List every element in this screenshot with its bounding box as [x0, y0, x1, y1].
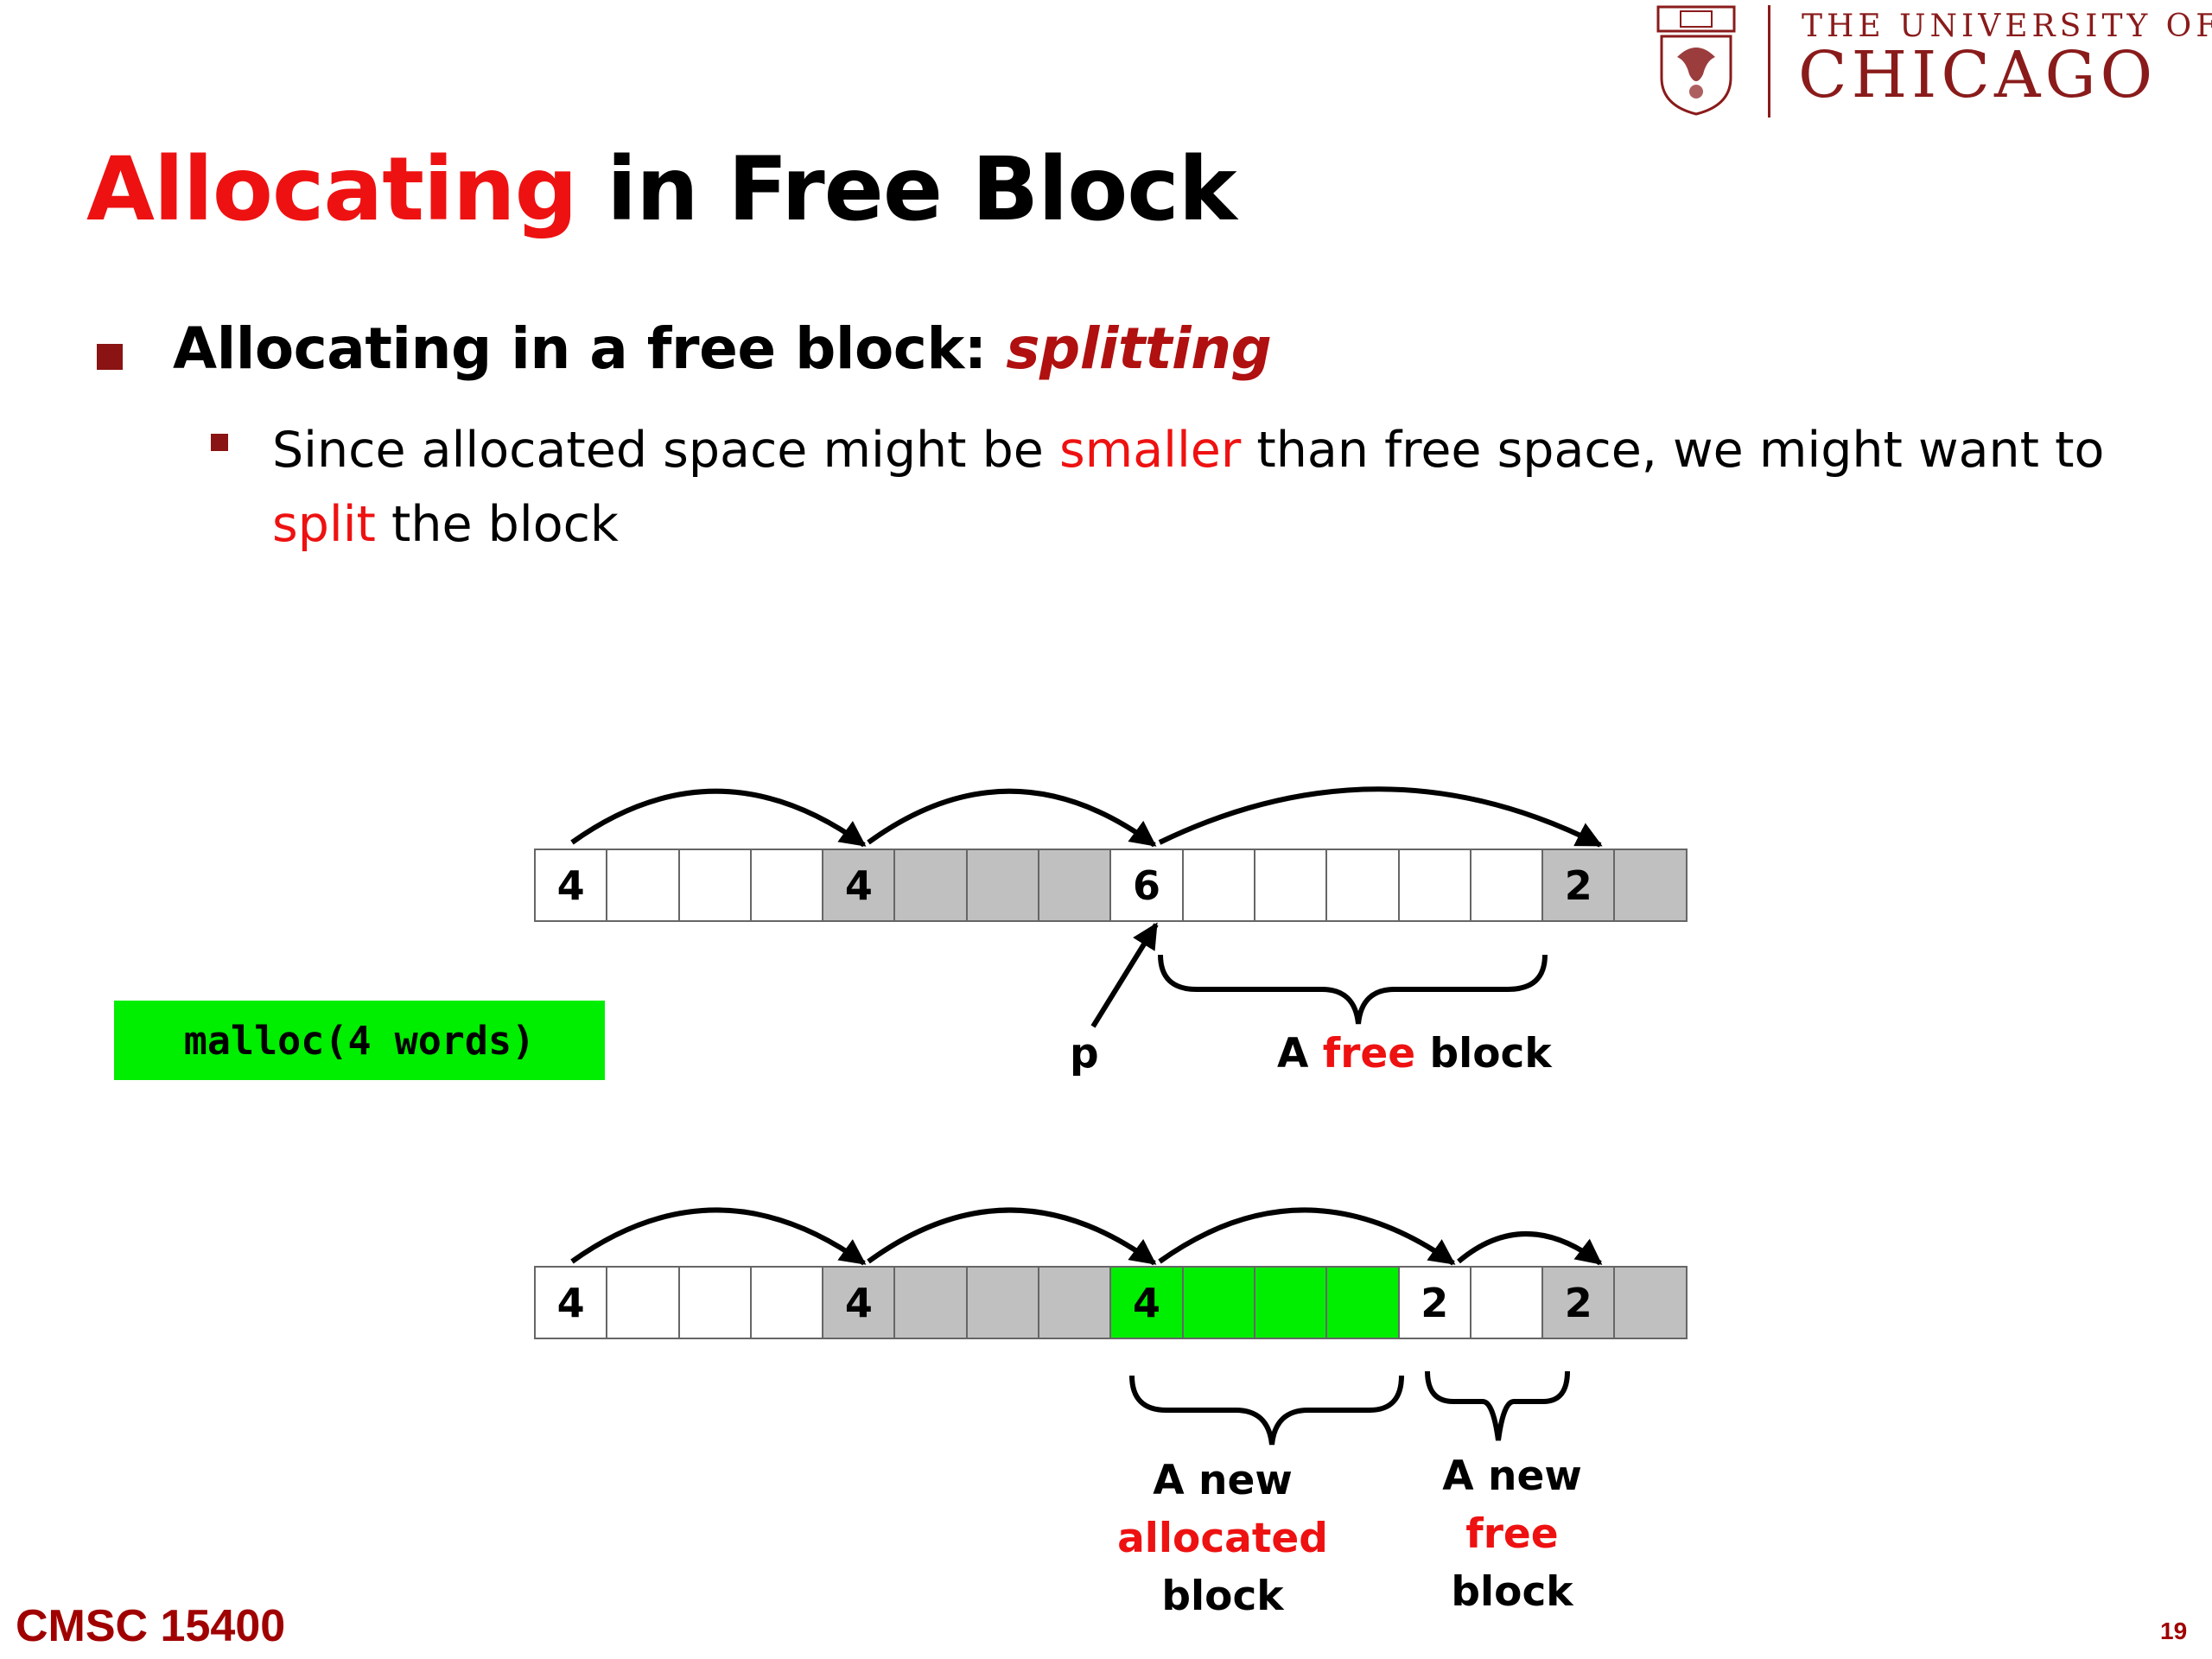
heap-word-cell: [1613, 849, 1688, 922]
arc-arrow: [1457, 1231, 1603, 1266]
bullet-main: Allocating in a free block: splitting: [173, 315, 1272, 382]
heap-word-cell: [606, 1266, 680, 1339]
heap-header-cell: 2: [1541, 1266, 1616, 1339]
arc-arrow: [570, 1207, 867, 1266]
free-block-brace: [1158, 954, 1548, 1025]
arc-arrow: [1158, 786, 1603, 848]
bullet-sub-smaller: smaller: [1058, 422, 1242, 479]
malloc-call: malloc(4 words): [114, 1001, 605, 1080]
bullet-sub: Since allocated space might be smaller t…: [272, 413, 2156, 562]
newfree-label-line2: free: [1465, 1510, 1559, 1558]
heap-word-cell: [749, 1266, 824, 1339]
arc-arrow: [570, 788, 867, 848]
pointer-p-label: p: [1070, 1030, 1099, 1077]
logo-divider: [1768, 5, 1770, 118]
logo-line1: THE UNIVERSITY OF: [1802, 9, 2212, 44]
bullet-main-text: Allocating in a free block:: [173, 315, 1007, 382]
title-rest: in Free Block: [607, 138, 1236, 241]
university-seal-icon: [1656, 5, 1736, 116]
free-block-label-a: A: [1277, 1030, 1323, 1077]
title-highlight: Allocating: [86, 138, 578, 241]
newfree-label-line3: block: [1451, 1568, 1573, 1616]
bullet-square-icon: [97, 344, 123, 370]
alloc-label-line2: allocated: [1117, 1515, 1328, 1562]
arc-arrow: [867, 788, 1157, 848]
heap-header-cell: 2: [1397, 1266, 1471, 1339]
new-free-block-brace: [1425, 1370, 1570, 1441]
bullet-sub-part2: than free space, we might want to: [1241, 422, 2105, 479]
heap-word-cell: [1038, 1266, 1112, 1339]
arc-arrow: [1158, 1207, 1456, 1266]
heap-word-cell: [965, 1266, 1040, 1339]
page-number: 19: [2160, 1618, 2188, 1644]
logo-line2: CHICAGO: [1798, 38, 2158, 112]
new-free-block-label: A new free block: [1417, 1447, 1607, 1621]
free-block-label-free: free: [1322, 1030, 1416, 1077]
heap-word-cell: [965, 849, 1040, 922]
bullet-main-emphasis: splitting: [1006, 315, 1272, 382]
heap-word-cell: [606, 849, 680, 922]
new-allocated-block-label: A new allocated block: [1115, 1452, 1331, 1625]
bullet-sub-split: split: [272, 496, 376, 553]
heap-header-cell: 4: [822, 849, 896, 922]
newfree-label-line1: A new: [1442, 1452, 1582, 1500]
bullet-sub-part3: the block: [375, 496, 619, 553]
bullet-sub-part1: Since allocated space might be: [272, 422, 1059, 479]
free-block-label: A free block: [1277, 1030, 1552, 1077]
heap-word-cell: [1181, 849, 1255, 922]
sub-bullet-square-icon: [211, 434, 228, 451]
allocated-block-brace: [1129, 1375, 1404, 1446]
heap-word-cell: [1038, 849, 1112, 922]
heap-header-cell: 6: [1109, 849, 1184, 922]
heap-header-cell: 4: [822, 1266, 896, 1339]
pointer-arrow: [1090, 922, 1159, 1028]
heap-word-cell: [1469, 849, 1544, 922]
free-block-label-block: block: [1415, 1030, 1552, 1077]
heap-word-cell: [1325, 849, 1400, 922]
heap-word-cell: [1181, 1266, 1255, 1339]
heap-word-cell: [1253, 849, 1328, 922]
alloc-label-line1: A new: [1153, 1457, 1293, 1504]
slide-title: Allocating in Free Block: [86, 138, 1237, 241]
heap-word-cell: [1469, 1266, 1544, 1339]
alloc-label-line3: block: [1161, 1573, 1284, 1620]
heap-word-cell: [1613, 1266, 1688, 1339]
course-footer: CMSC 15400: [16, 1601, 286, 1651]
university-logo: THE UNIVERSITY OF CHICAGO: [1646, 5, 2212, 118]
heap-word-cell: [1397, 849, 1471, 922]
heap-header-cell: 4: [534, 1266, 608, 1339]
heap-header-cell: 4: [1109, 1266, 1184, 1339]
arc-arrow: [867, 1207, 1157, 1266]
